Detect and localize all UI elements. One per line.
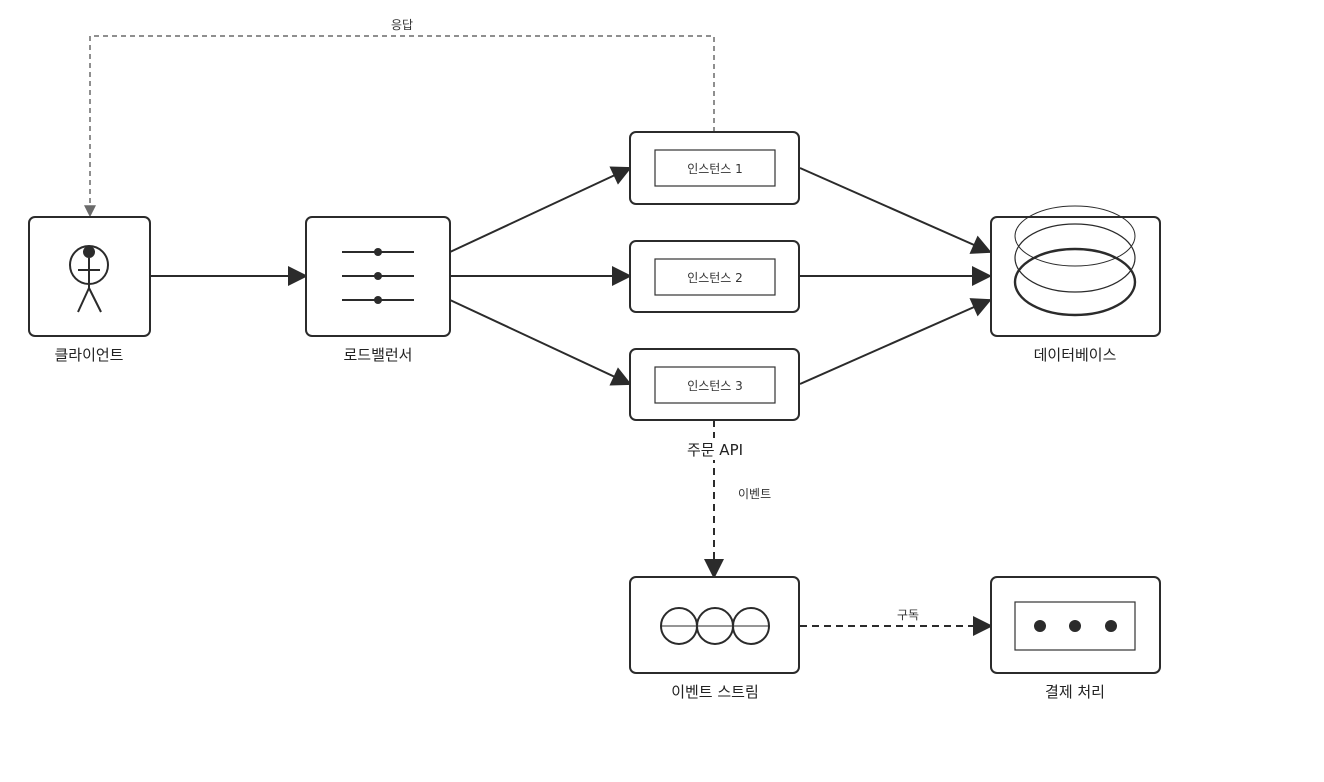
edge-lb-to-instance3 (449, 299, 632, 386)
instance1-label: 인스턴스 1 (687, 162, 743, 176)
load-balancer-label: 로드밸런서 (343, 346, 412, 364)
order-api-label: 주문 API (687, 441, 743, 459)
more-dots-icon (1034, 620, 1117, 632)
sliders-icon (342, 248, 414, 304)
client-node[interactable] (28, 216, 151, 337)
instance1-node[interactable]: 인스턴스 1 (629, 131, 800, 205)
edge-label-response: 응답 (391, 18, 413, 32)
event-stream-node[interactable] (629, 576, 800, 674)
database-label: 데이터베이스 (1034, 346, 1117, 364)
edge-lb-to-instance1 (449, 166, 632, 253)
load-balancer-node[interactable] (305, 216, 451, 337)
instance3-label: 인스턴스 3 (687, 379, 743, 393)
database-node[interactable] (990, 205, 1161, 337)
client-label: 클라이언트 (54, 346, 123, 364)
database-icon (1013, 205, 1137, 317)
user-icon (69, 245, 109, 313)
edge-instance1-to-db (799, 167, 992, 254)
edge-label-subscribe: 구독 (897, 608, 919, 622)
payment-label: 결제 처리 (1045, 683, 1105, 701)
edge-response (84, 35, 715, 218)
stream-circles-icon (660, 607, 770, 645)
payment-node[interactable] (990, 576, 1161, 674)
instance3-node[interactable]: 인스턴스 3 (629, 348, 800, 421)
event-stream-label: 이벤트 스트림 (671, 683, 759, 701)
instance2-label: 인스턴스 2 (687, 271, 743, 285)
edge-label-event: 이벤트 (738, 487, 771, 501)
edges (84, 35, 993, 636)
edge-instance3-to-db (799, 298, 992, 385)
instance2-node[interactable]: 인스턴스 2 (629, 240, 800, 313)
